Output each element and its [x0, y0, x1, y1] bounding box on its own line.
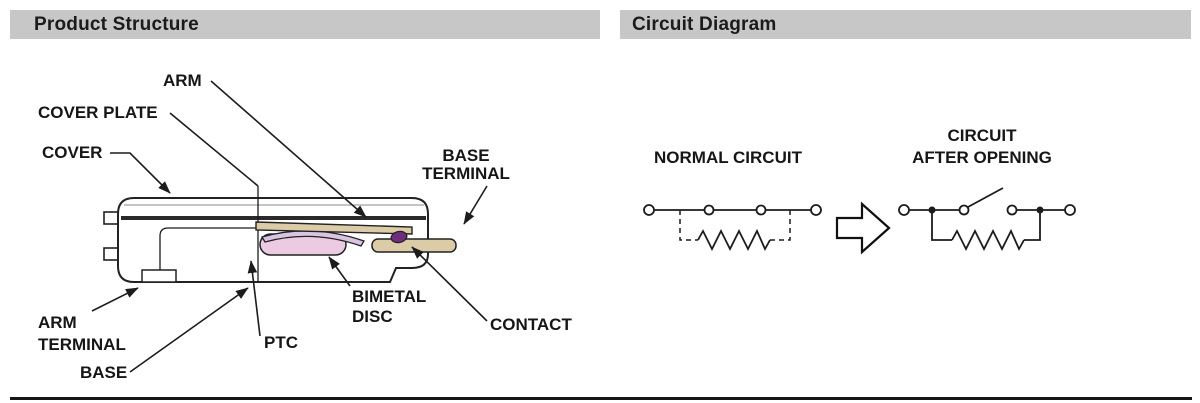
transition-arrow [835, 201, 891, 255]
switch-contact-circle [703, 204, 715, 216]
label-normal-circuit: NORMAL CIRCUIT [654, 148, 803, 167]
label-base-terminal-line1: BASE [442, 146, 489, 165]
cover-leader-line [110, 152, 171, 194]
circuit-diagram-header: Circuit Diagram [620, 10, 1191, 39]
terminal-circle [643, 204, 655, 216]
circuit-diagram: NORMAL CIRCUIT CIRCUIT AFTER OPENING [643, 126, 1076, 255]
ptc-branch-right [1024, 210, 1041, 241]
label-bimetal-line1: BIMETAL [352, 287, 426, 306]
base-leader-line [129, 287, 249, 373]
label-bimetal-line2: DISC [352, 307, 393, 326]
mounting-tab-bottom [103, 247, 120, 261]
label-arm-terminal-line1: ARM [38, 313, 77, 332]
ptc-leader-line [247, 260, 261, 337]
ptc-branch-left [931, 210, 952, 241]
open-switch-blade [967, 187, 1004, 208]
contact-leader-line [411, 246, 488, 322]
product-structure-diagram: ARM COVER PLATE COVER BASE TERMINAL ARM … [38, 71, 572, 382]
label-ptc: PTC [264, 333, 298, 352]
bottom-rule [10, 397, 1192, 400]
arm-terminal-leader-line [91, 287, 139, 312]
label-arm: ARM [163, 71, 202, 90]
label-base: BASE [80, 363, 127, 382]
base-terminal-leader-line [463, 185, 488, 225]
ptc-branch-dashed-right [770, 210, 791, 241]
circuit-diagram-title: Circuit Diagram [632, 13, 777, 35]
movable-contact [390, 230, 408, 244]
arm-blade [255, 221, 413, 235]
terminal-circle [1064, 204, 1076, 216]
label-contact: CONTACT [490, 315, 572, 334]
arm-terminal-notch [141, 269, 177, 283]
terminal-circle [898, 204, 910, 216]
label-after-opening-line2: AFTER OPENING [912, 148, 1052, 167]
label-arm-terminal-line2: TERMINAL [38, 335, 126, 354]
terminal-circle [810, 204, 822, 216]
cover-plate-leader-line [169, 112, 259, 187]
label-base-terminal-line2: TERMINAL [422, 164, 510, 183]
arm-terminal-lead [159, 227, 258, 270]
junction-dot [1036, 206, 1044, 214]
label-cover: COVER [42, 143, 102, 162]
switch-contact-circle [1006, 204, 1018, 216]
bimetal-disc-leader-line [328, 256, 351, 287]
arm-leader-line [210, 80, 367, 218]
junction-dot [928, 206, 936, 214]
label-after-opening-line1: CIRCUIT [948, 126, 1018, 145]
switch-contact-circle [958, 204, 970, 216]
resistor-symbol [697, 228, 771, 252]
label-cover-plate: COVER PLATE [38, 103, 158, 122]
product-structure-header: Product Structure [10, 10, 600, 39]
switch-contact-circle [755, 204, 767, 216]
product-structure-title: Product Structure [34, 13, 199, 35]
ptc-branch-dashed-left [679, 210, 698, 241]
after-opening-circuit [898, 187, 1076, 252]
mounting-tab-top [103, 211, 120, 225]
resistor-symbol [951, 228, 1025, 252]
normal-circuit [643, 204, 822, 252]
